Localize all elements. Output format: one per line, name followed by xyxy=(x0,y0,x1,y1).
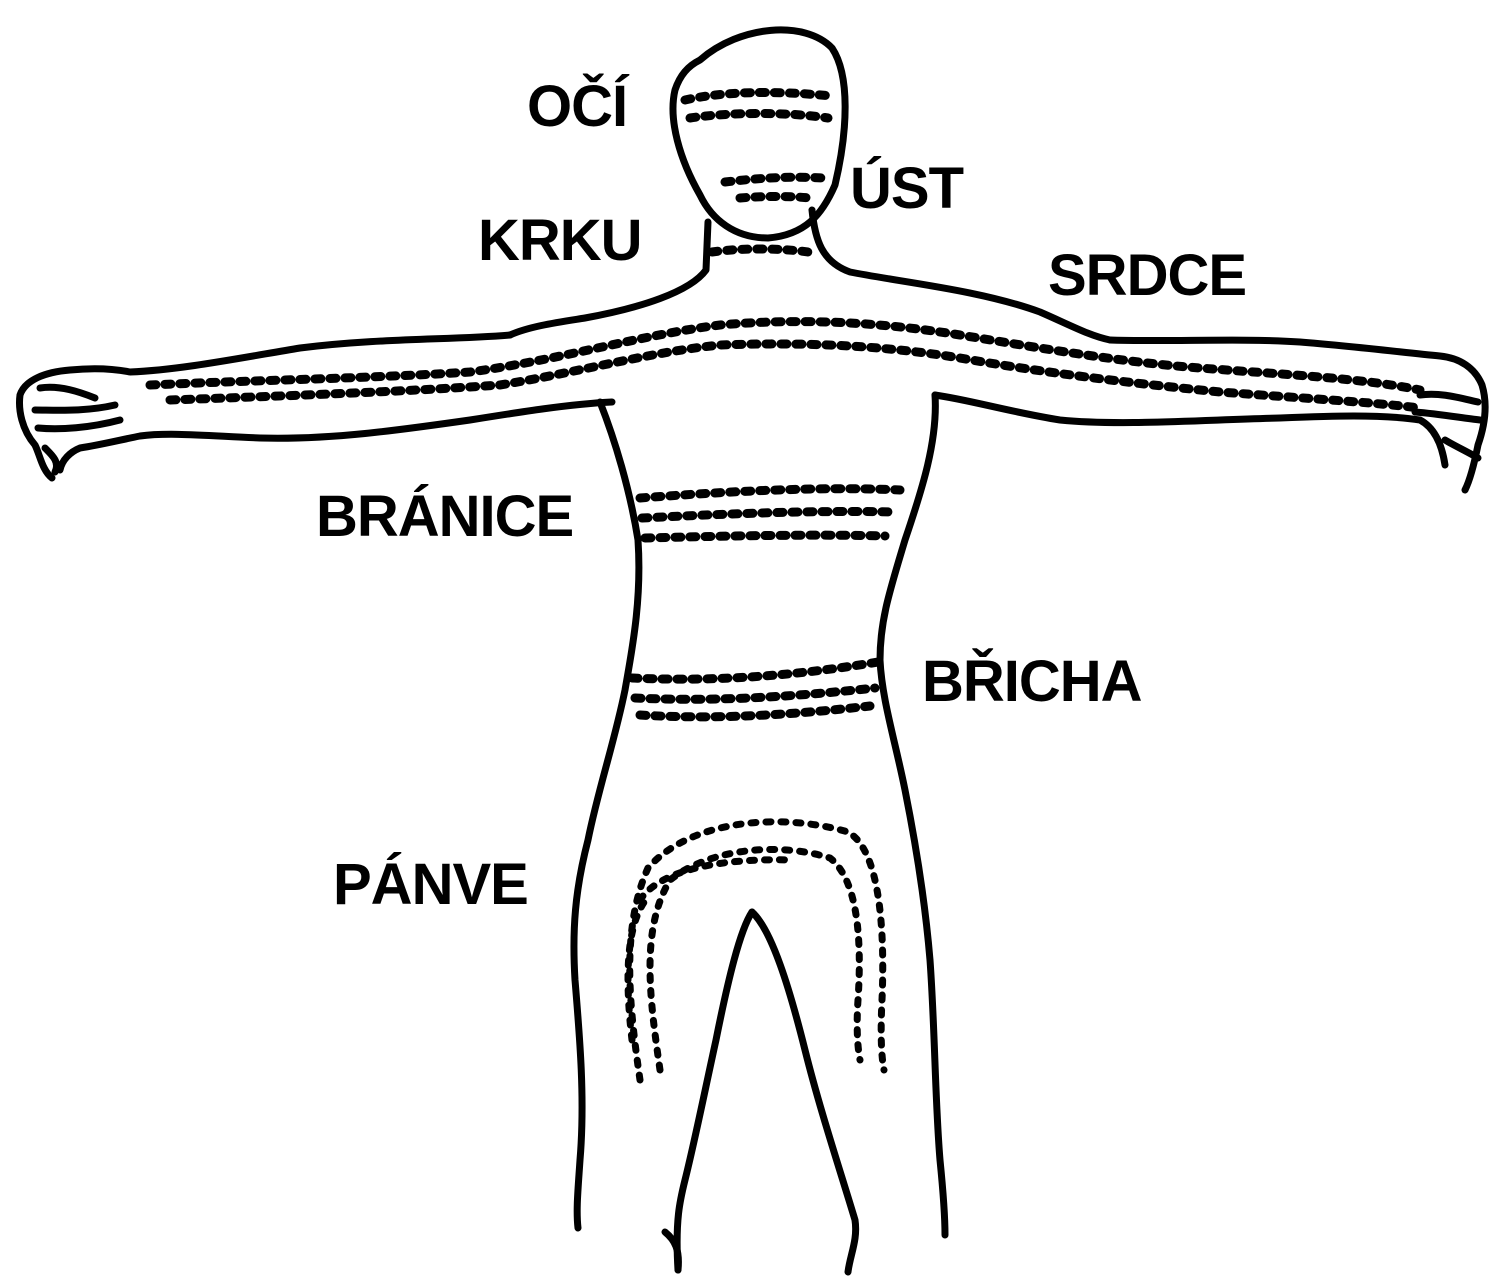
label-neck: KRKU xyxy=(478,212,642,270)
label-diaphragm: BRÁNICE xyxy=(316,488,573,546)
label-abdomen: BŘICHA xyxy=(922,653,1142,711)
chest-band-top xyxy=(150,322,1420,390)
torso-left xyxy=(574,402,639,1228)
left-hand xyxy=(35,387,120,472)
eyes-band xyxy=(685,93,832,118)
left-arm-lower xyxy=(60,402,612,470)
mouth-band xyxy=(725,177,822,198)
inner-leg-right xyxy=(752,912,856,1272)
head-outline xyxy=(673,30,845,238)
inner-leg-left xyxy=(677,912,752,1270)
label-pelvis: PÁNVE xyxy=(333,856,528,914)
torso-right xyxy=(880,395,945,1235)
label-heart: SRDCE xyxy=(1048,247,1246,305)
pelvis-band-middle xyxy=(650,849,860,1070)
diaphragm-band xyxy=(640,489,900,538)
abdomen-band xyxy=(632,662,878,717)
label-eyes: OČÍ xyxy=(527,78,627,136)
neck-band xyxy=(712,249,808,252)
label-mouth: ÚST xyxy=(850,160,963,218)
